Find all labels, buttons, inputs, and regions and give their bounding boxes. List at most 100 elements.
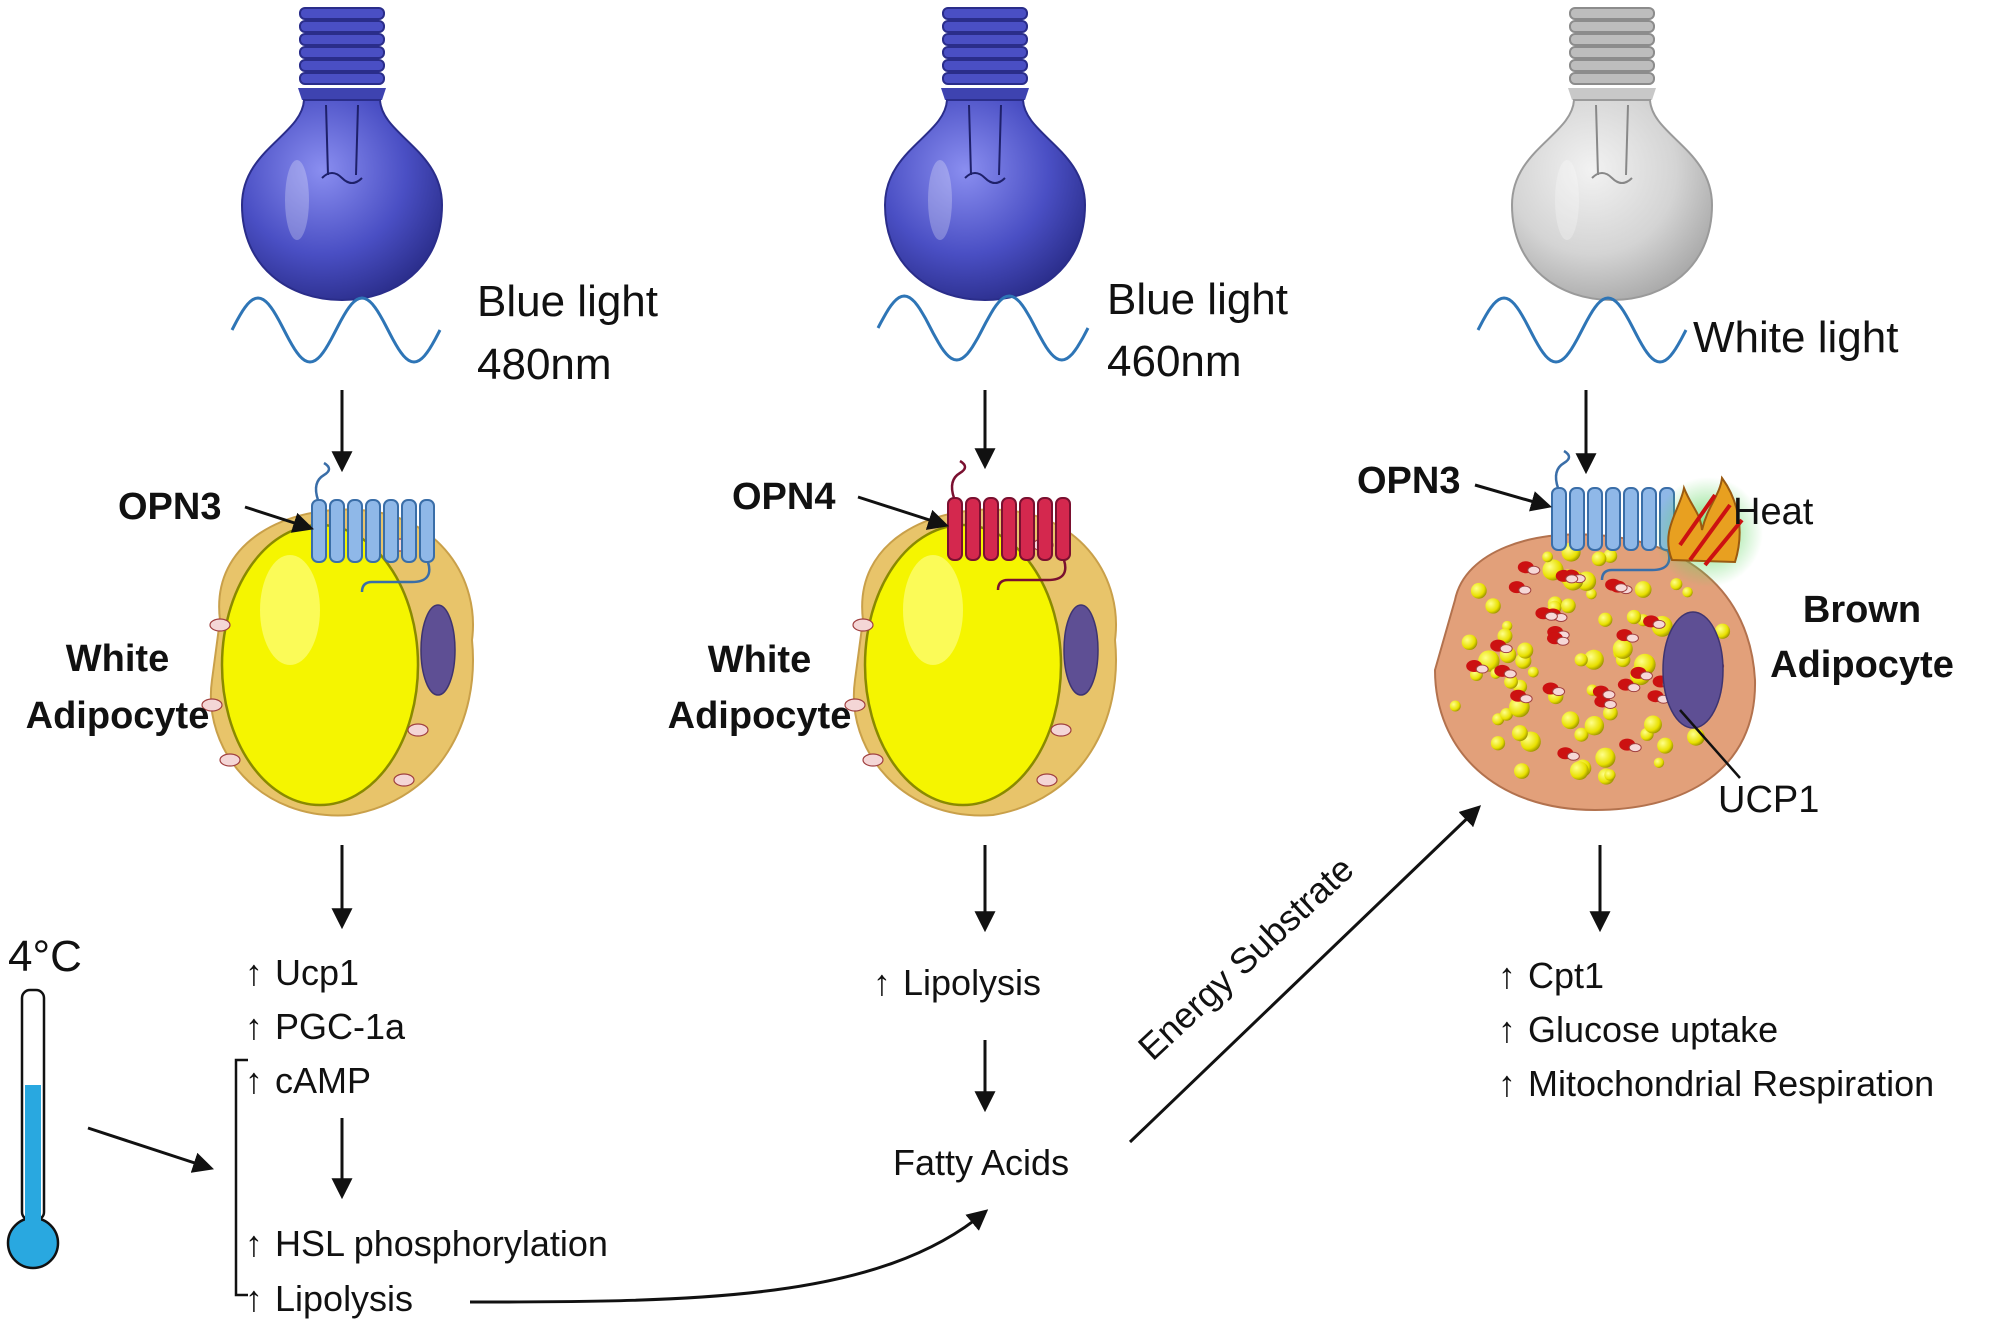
light-bulb-icon — [1510, 7, 1714, 302]
light-label-3: White light — [1693, 313, 1899, 362]
receptor-label-1: OPN3 — [118, 486, 222, 528]
light-wave-icon — [876, 294, 1090, 362]
lipid-droplet — [1604, 769, 1616, 781]
cell-label-1b: Adipocyte — [25, 695, 210, 737]
arrow — [857, 495, 949, 530]
cell-label-3b: Adipocyte — [1770, 644, 1954, 686]
thermometer-icon — [6, 988, 60, 1270]
effect-cpt1: Cpt1 — [1528, 955, 1605, 996]
effect-ucp1: Ucp1 — [275, 952, 360, 993]
effect-hsl-phosphorylation: HSL phosphorylation — [275, 1223, 608, 1264]
receptor-label-3: OPN3 — [1357, 460, 1461, 502]
mitochondrion — [852, 618, 874, 632]
lipid-droplet — [1497, 628, 1513, 644]
fatty-acids-label: Fatty Acids — [893, 1142, 1070, 1183]
lipid-droplet — [863, 523, 1063, 807]
effect-camp: cAMP — [275, 1060, 372, 1101]
ucp1-pointer — [1679, 709, 1741, 779]
nucleus — [420, 604, 456, 696]
lipid-droplet — [1517, 642, 1534, 659]
effect-lipolysis-middle: Lipolysis — [903, 962, 1042, 1003]
lipid-droplet — [1574, 727, 1589, 742]
lipid-droplet — [1542, 551, 1553, 563]
effect-pgc1a: PGC-1a — [275, 1006, 406, 1047]
arrow — [244, 505, 314, 533]
light-wave-icon — [230, 296, 442, 364]
arrow — [87, 1126, 214, 1173]
mitochondrion — [407, 723, 429, 737]
lipid-droplet — [1511, 725, 1528, 742]
up-arrow-icon: ↑ — [245, 952, 263, 993]
lipid-droplet — [1584, 715, 1605, 736]
lipid-droplet — [1500, 707, 1513, 721]
mitochondrion — [1050, 723, 1072, 737]
lipid-droplet — [1449, 700, 1461, 712]
wavelength-label-2: 460nm — [1107, 337, 1242, 386]
mitochondrion — [844, 698, 866, 712]
lipid-droplet — [1598, 612, 1613, 627]
lipid-droplet — [1653, 757, 1665, 768]
lipid-droplet — [1644, 715, 1662, 734]
effect-mitochondrial-respiration: Mitochondrial Respiration — [1528, 1063, 1935, 1104]
light-bulb-icon — [240, 7, 444, 302]
lipid-droplet — [1634, 581, 1652, 598]
lipid-droplet — [1561, 598, 1576, 614]
temperature-label: 4°C — [8, 932, 82, 981]
cell-label-2a: White — [707, 639, 812, 681]
ucp1-label: UCP1 — [1718, 779, 1820, 821]
lipid-droplet — [1682, 586, 1693, 598]
mitochondrion — [201, 698, 223, 712]
brown-adipocyte — [1433, 533, 1757, 812]
lipid-droplet — [1504, 675, 1518, 689]
arrow — [469, 1209, 989, 1304]
arrow — [1128, 805, 1482, 1144]
light-bulb-icon — [883, 7, 1087, 302]
lipid-droplet — [1603, 705, 1618, 721]
lipid-droplet — [1714, 623, 1731, 639]
up-arrow-icon: ↑ — [245, 1223, 263, 1264]
lipid-droplet — [1561, 711, 1580, 730]
lipid-droplet — [1595, 747, 1616, 768]
lipid-droplet — [1490, 736, 1506, 751]
light-wave-icon — [1476, 296, 1688, 364]
light-label-1: Blue light — [477, 277, 659, 326]
lipid-droplet — [1569, 761, 1589, 780]
effect-glucose-uptake: Glucose uptake — [1528, 1009, 1779, 1050]
lipid-droplet — [1527, 666, 1539, 678]
up-arrow-icon: ↑ — [1498, 1063, 1516, 1104]
lipid-droplet — [1657, 737, 1674, 754]
arrow — [1474, 483, 1553, 512]
lipid-droplet — [1603, 549, 1618, 563]
mitochondrion — [1036, 773, 1058, 787]
up-arrow-icon: ↑ — [1498, 1009, 1516, 1050]
bracket — [234, 1058, 248, 1297]
receptor-opn4 — [947, 459, 1071, 591]
lipid-droplet — [1612, 638, 1633, 659]
receptor-label-2: OPN4 — [732, 476, 836, 518]
up-arrow-icon: ↑ — [245, 1060, 263, 1101]
up-arrow-icon: ↑ — [873, 962, 891, 1003]
lipid-droplet — [1626, 609, 1642, 625]
lipid-droplet — [1485, 598, 1501, 614]
lipid-droplet — [1513, 763, 1530, 779]
light-label-2: Blue light — [1107, 275, 1289, 324]
mitochondrion — [209, 618, 231, 632]
lipid-droplet — [1470, 582, 1487, 599]
wavelength-label-1: 480nm — [477, 340, 612, 389]
receptor-opn3-1 — [311, 461, 435, 593]
cell-label-1a: White — [65, 638, 170, 680]
mitochondrion — [862, 753, 884, 767]
cell-label-3a: Brown — [1802, 589, 1922, 631]
nucleus — [1662, 611, 1724, 729]
lipid-droplet — [1591, 551, 1607, 567]
up-arrow-icon: ↑ — [245, 1278, 263, 1319]
lipid-droplet — [1461, 634, 1478, 651]
lipid-droplet — [1574, 653, 1588, 667]
up-arrow-icon: ↑ — [1498, 955, 1516, 996]
heat-flame-icon — [1653, 475, 1763, 587]
lipid-droplet — [1583, 649, 1604, 670]
heat-label: Heat — [1733, 491, 1814, 533]
mitochondrion — [393, 773, 415, 787]
lipid-droplet — [1586, 588, 1597, 600]
effect-lipolysis-left: Lipolysis — [275, 1278, 414, 1319]
